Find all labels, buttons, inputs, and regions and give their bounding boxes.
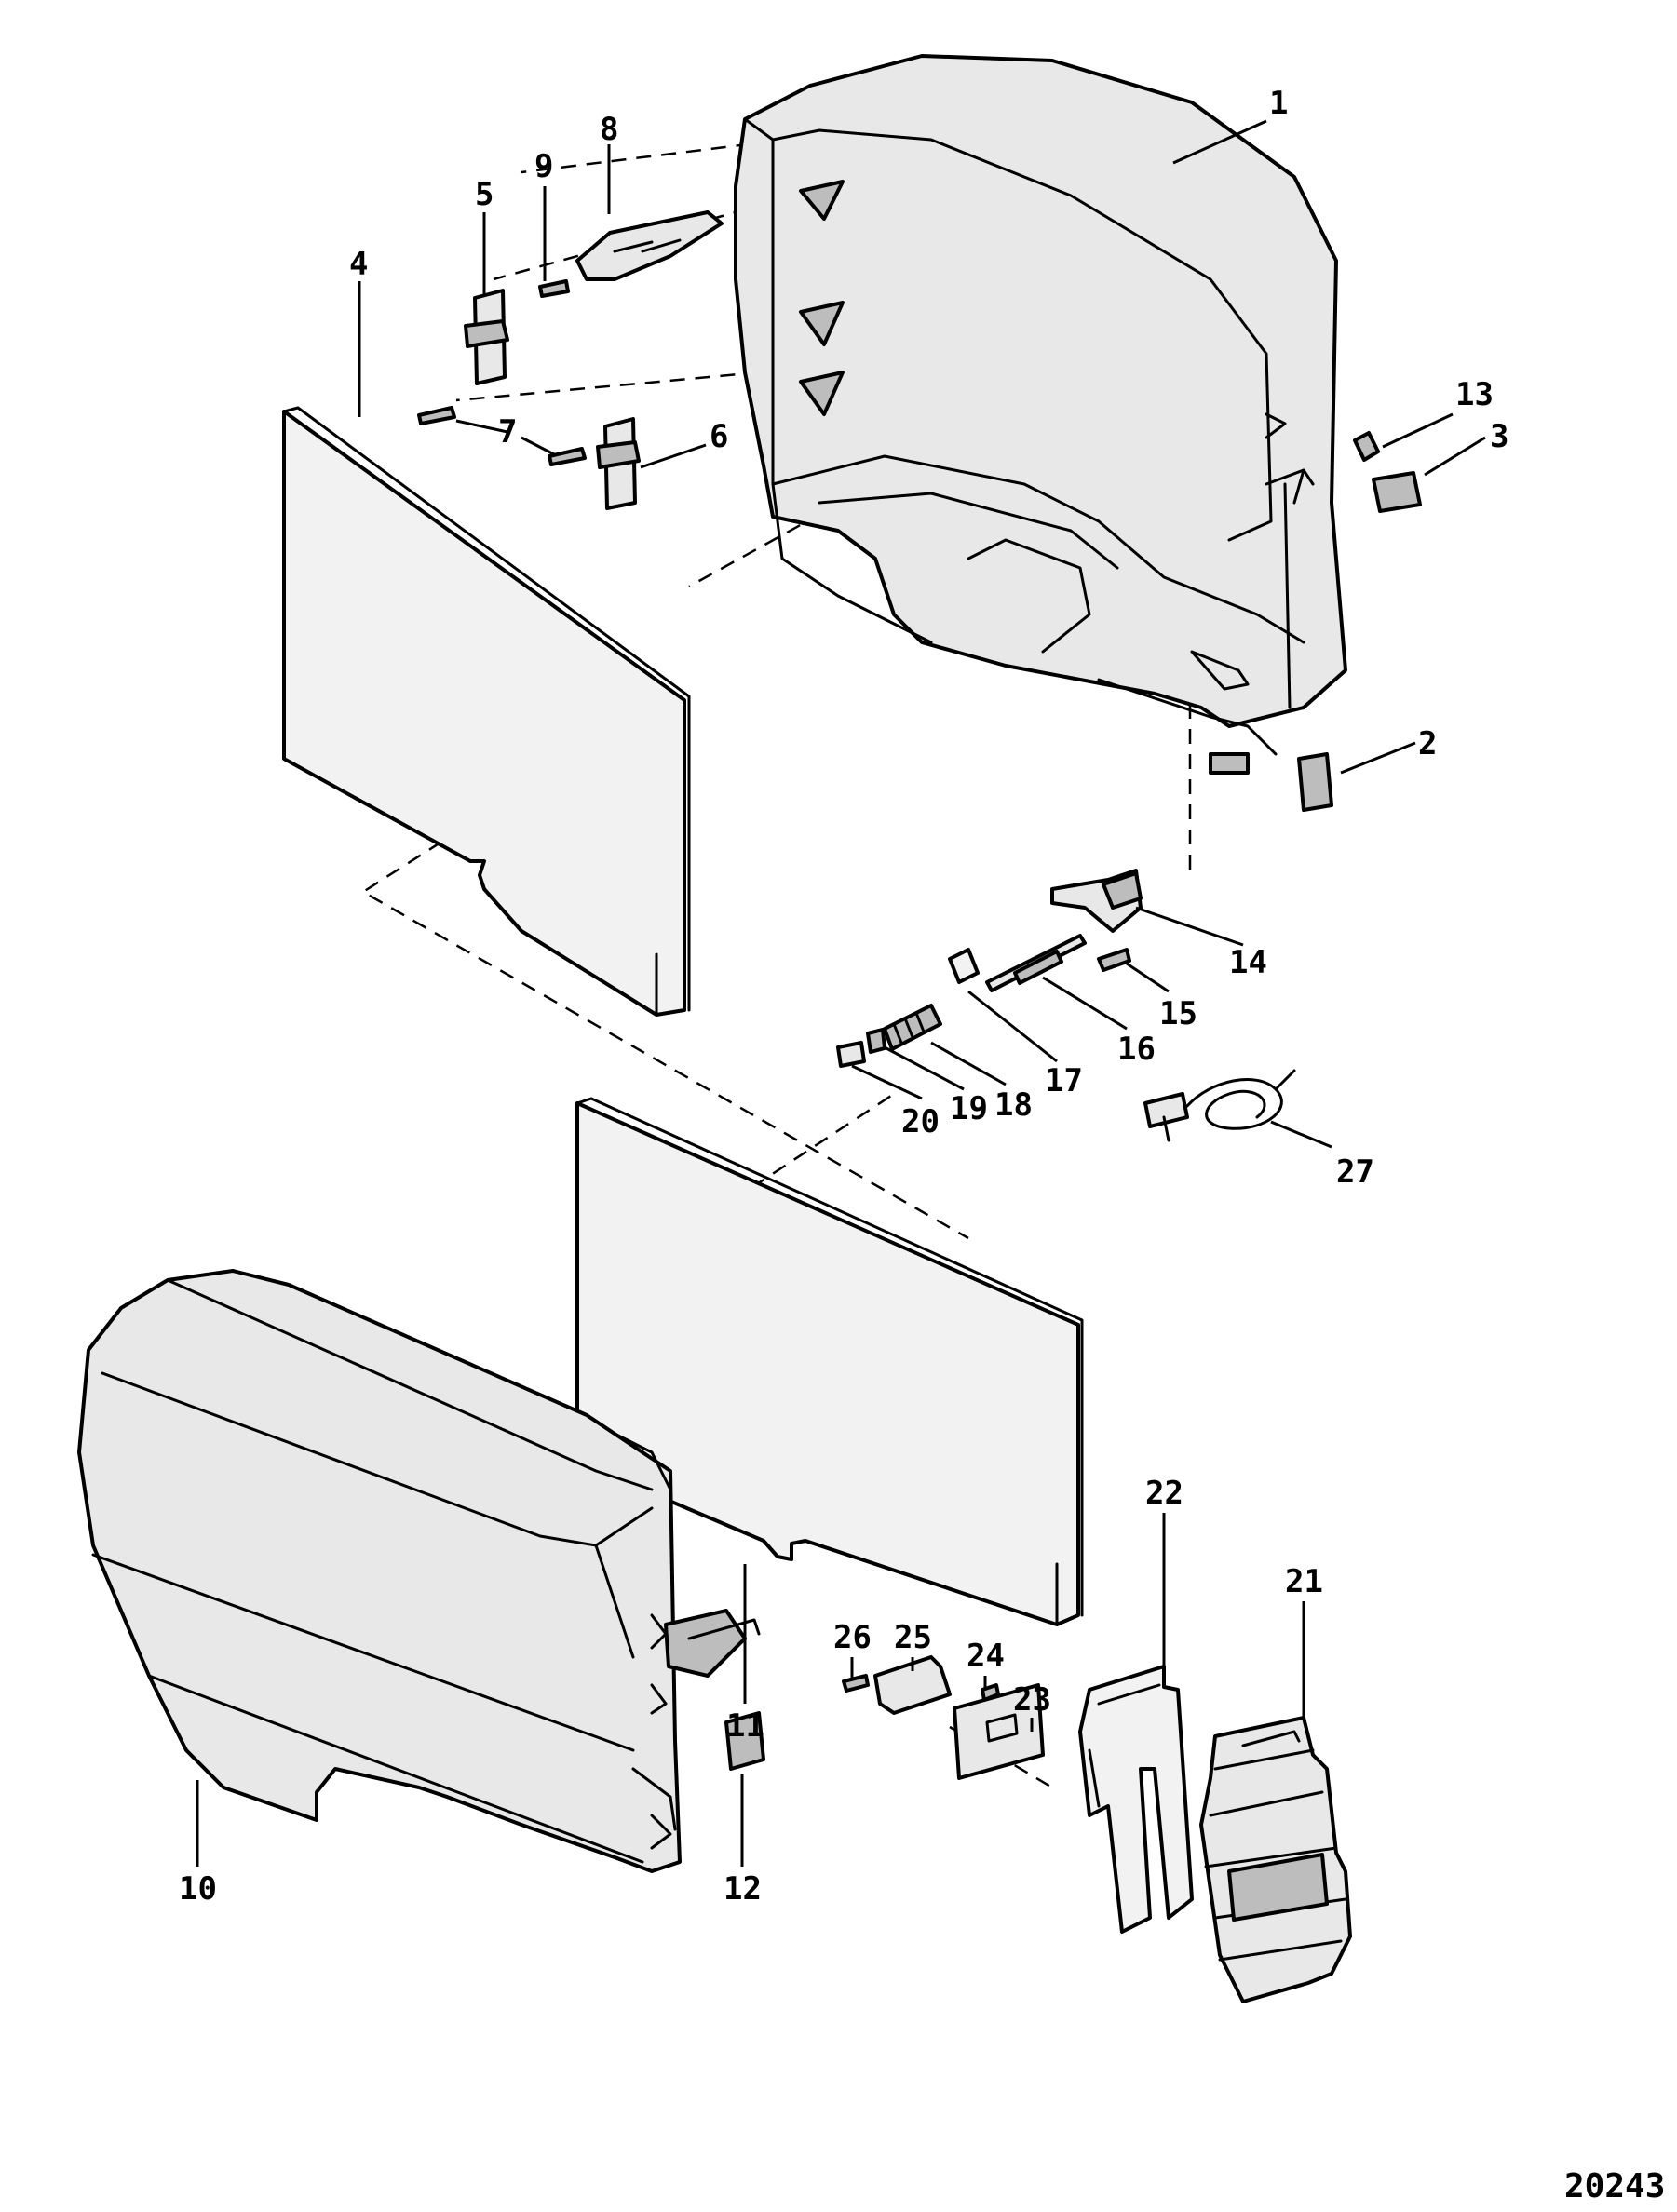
callout-20: 20 (901, 1103, 940, 1140)
figure-number: 20243 (1564, 2167, 1665, 2205)
callout-24: 24 (967, 1638, 1005, 1675)
bracket-hardware (842, 1655, 1045, 1780)
callout-14: 14 (1229, 944, 1267, 981)
part-22-gasket (1078, 1665, 1194, 1934)
callout-1: 1 (1269, 85, 1288, 122)
hinge-latch-hardware (417, 210, 724, 510)
callout-17: 17 (1045, 1062, 1083, 1099)
callout-12: 12 (724, 1870, 762, 1908)
callout-23: 23 (1013, 1681, 1051, 1719)
part-21-plate (1199, 1716, 1352, 2003)
callout-16: 16 (1117, 1031, 1156, 1068)
callout-9: 9 (534, 148, 553, 185)
callout-22: 22 (1145, 1475, 1183, 1512)
part-12-block (724, 1711, 765, 1771)
callout-6: 6 (710, 418, 728, 455)
callout-21: 21 (1285, 1563, 1323, 1600)
part-1-top-cowl (734, 54, 1347, 775)
callout-13: 13 (1455, 376, 1494, 413)
part-10-front-cowl (77, 1269, 761, 1873)
callout-labels: 1 2 3 4 5 6 7 8 9 10 11 12 13 14 15 16 1… (179, 85, 1508, 1908)
callout-19: 19 (950, 1090, 988, 1127)
part-4-panel (282, 406, 691, 1017)
callout-18: 18 (994, 1086, 1033, 1124)
callout-10: 10 (179, 1870, 217, 1908)
callout-4: 4 (349, 246, 368, 283)
callout-26: 26 (833, 1619, 872, 1656)
callout-25: 25 (894, 1619, 932, 1656)
callout-7: 7 (498, 413, 517, 451)
callout-11: 11 (726, 1707, 764, 1745)
leader-lines (196, 119, 1486, 1867)
callout-27: 27 (1336, 1153, 1374, 1191)
callout-3: 3 (1490, 418, 1508, 455)
callout-5: 5 (475, 176, 494, 213)
trim-parts (1297, 431, 1422, 812)
latch-assembly (836, 869, 1296, 1142)
callout-2: 2 (1418, 725, 1437, 762)
part-11-panel (575, 1097, 1084, 1626)
callout-15: 15 (1159, 995, 1197, 1032)
callout-8: 8 (600, 111, 618, 148)
